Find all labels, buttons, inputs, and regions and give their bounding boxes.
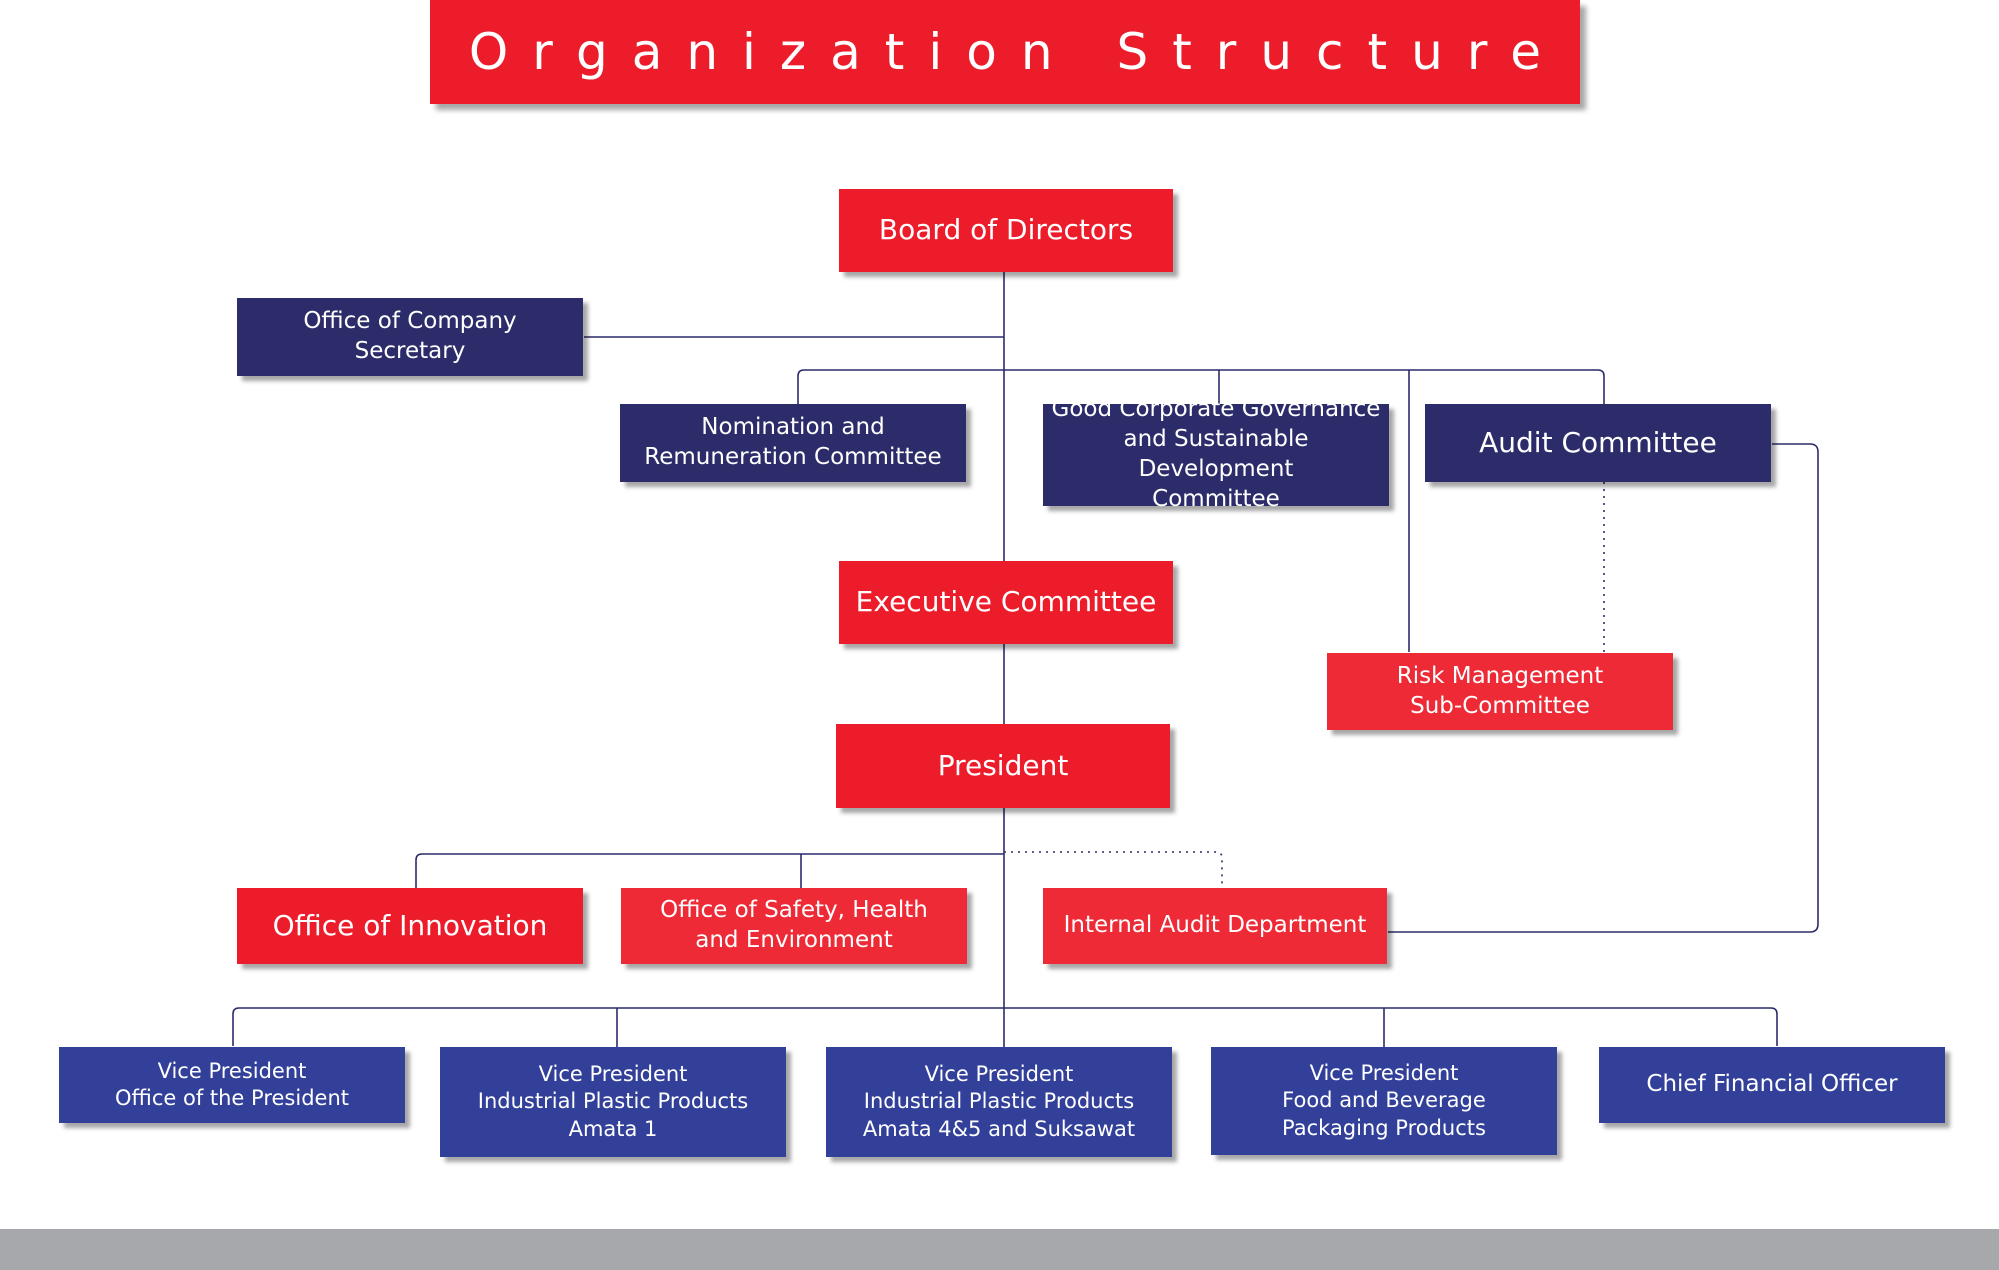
president-box: President <box>836 724 1170 808</box>
safety-health-environment-box: Office of Safety, Health and Environment <box>621 888 967 964</box>
connector-audit-internal <box>1388 443 1819 933</box>
nomination-committee-label: Nomination and Remuneration Committee <box>644 414 942 470</box>
vp-food-beverage-box: Vice President Food and Beverage Packagi… <box>1211 1047 1557 1155</box>
audit-committee-box: Audit Committee <box>1425 404 1771 482</box>
governance-committee-box: Good Corporate Governance and Sustainabl… <box>1043 396 1389 512</box>
board-of-directors-box: Board of Directors <box>839 189 1173 272</box>
page-title: Organization Structure <box>468 23 1566 81</box>
vp-amata1-box: Vice President Industrial Plastic Produc… <box>440 1047 786 1157</box>
risk-management-label: Risk Management Sub-Committee <box>1396 662 1604 719</box>
connector-committee-bus <box>797 369 1605 404</box>
vp-amata45-box: Vice President Industrial Plastic Produc… <box>826 1047 1172 1157</box>
connector-president-internal-dotted <box>1004 851 1223 888</box>
governance-committee-label: Good Corporate Governance and Sustainabl… <box>1051 396 1381 512</box>
office-of-innovation-box: Office of Innovation <box>237 888 583 964</box>
vp-office-president-box: Vice President Office of the President <box>59 1047 405 1123</box>
connector-vp-bus <box>232 1007 1778 1046</box>
vp-office-president-label: Vice President Office of the President <box>115 1058 349 1110</box>
audit-committee-label: Audit Committee <box>1479 425 1717 459</box>
vp-amata1-label: Vice President Industrial Plastic Produc… <box>477 1062 749 1141</box>
company-secretary-box: Office of Company Secretary <box>237 298 583 376</box>
nomination-committee-box: Nomination and Remuneration Committee <box>620 404 966 482</box>
connector-staff-bus <box>415 853 1004 888</box>
cfo-label: Chief Financial Officer <box>1646 1071 1898 1098</box>
vp-food-beverage-label: Vice President Food and Beverage Packagi… <box>1282 1061 1486 1140</box>
executive-committee-label: Executive Committee <box>855 585 1157 619</box>
office-of-innovation-label: Office of Innovation <box>272 908 548 942</box>
vp-amata45-label: Vice President Industrial Plastic Produc… <box>862 1062 1136 1141</box>
risk-management-box: Risk Management Sub-Committee <box>1327 653 1673 730</box>
president-label: President <box>937 748 1069 782</box>
executive-committee-box: Executive Committee <box>839 561 1173 644</box>
footer-bar <box>0 1229 1999 1270</box>
company-secretary-label: Office of Company Secretary <box>303 308 517 364</box>
internal-audit-label: Internal Audit Department <box>1063 912 1367 939</box>
cfo-box: Chief Financial Officer <box>1599 1047 1945 1123</box>
internal-audit-box: Internal Audit Department <box>1043 888 1387 964</box>
title-banner: Organization Structure <box>430 0 1580 104</box>
board-of-directors-label: Board of Directors <box>878 213 1134 247</box>
safety-health-environment-label: Office of Safety, Health and Environment <box>660 897 928 953</box>
